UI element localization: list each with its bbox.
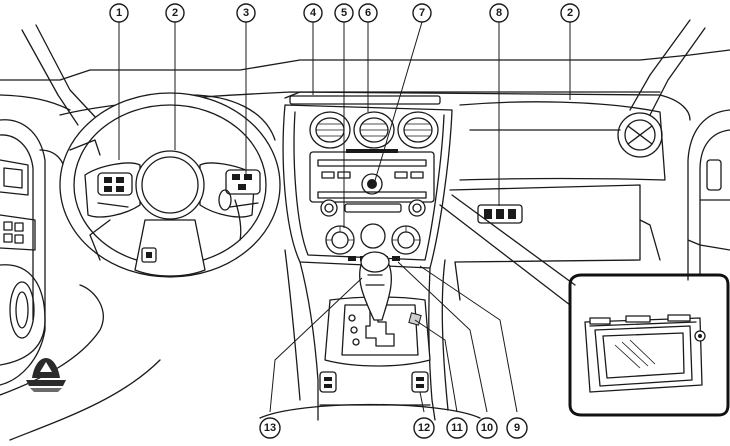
svg-text:5: 5 <box>341 7 347 19</box>
left-door <box>0 119 66 386</box>
callouts: 1 2 3 4 5 6 7 8 2 9 10 11 12 13 <box>109 3 580 439</box>
callout-6: 6 <box>358 3 378 23</box>
svg-text:2: 2 <box>172 7 178 19</box>
gear-tunnel <box>259 249 481 421</box>
callout-10: 10 <box>476 417 498 439</box>
callout-7: 7 <box>412 3 432 23</box>
callout-8: 8 <box>489 3 509 23</box>
svg-text:2: 2 <box>567 7 573 19</box>
windshield-frame <box>0 19 730 126</box>
svg-text:1: 1 <box>116 7 122 19</box>
center-vents <box>309 111 439 149</box>
svg-text:7: 7 <box>419 7 425 19</box>
svg-text:12: 12 <box>418 422 430 434</box>
svg-text:4: 4 <box>310 7 317 19</box>
svg-text:13: 13 <box>264 422 276 434</box>
callout-4: 4 <box>303 3 323 23</box>
driver-knee <box>0 284 161 441</box>
callout-2-left: 2 <box>165 3 185 23</box>
callout-3: 3 <box>236 3 256 23</box>
dashboard <box>59 91 691 301</box>
right-door <box>617 109 730 281</box>
callout-9: 9 <box>506 417 528 439</box>
callout-13: 13 <box>259 417 281 439</box>
climate-panel <box>320 199 426 261</box>
center-console <box>282 104 453 269</box>
audio-unit <box>309 149 435 203</box>
svg-text:6: 6 <box>365 7 371 19</box>
callout-1: 1 <box>109 3 129 23</box>
callout-2-right: 2 <box>560 3 580 23</box>
svg-text:3: 3 <box>243 7 249 19</box>
watermark-logo-icon <box>26 358 66 392</box>
callout-11: 11 <box>446 417 468 439</box>
svg-text:10: 10 <box>481 422 493 434</box>
svg-text:8: 8 <box>496 7 502 19</box>
svg-text:11: 11 <box>451 422 463 434</box>
leader-lines <box>118 21 571 413</box>
steering-wheel <box>59 92 281 278</box>
navigation-screen-inset <box>439 194 730 417</box>
callout-5: 5 <box>334 3 354 23</box>
svg-text:9: 9 <box>514 422 520 434</box>
callout-12: 12 <box>413 417 435 439</box>
